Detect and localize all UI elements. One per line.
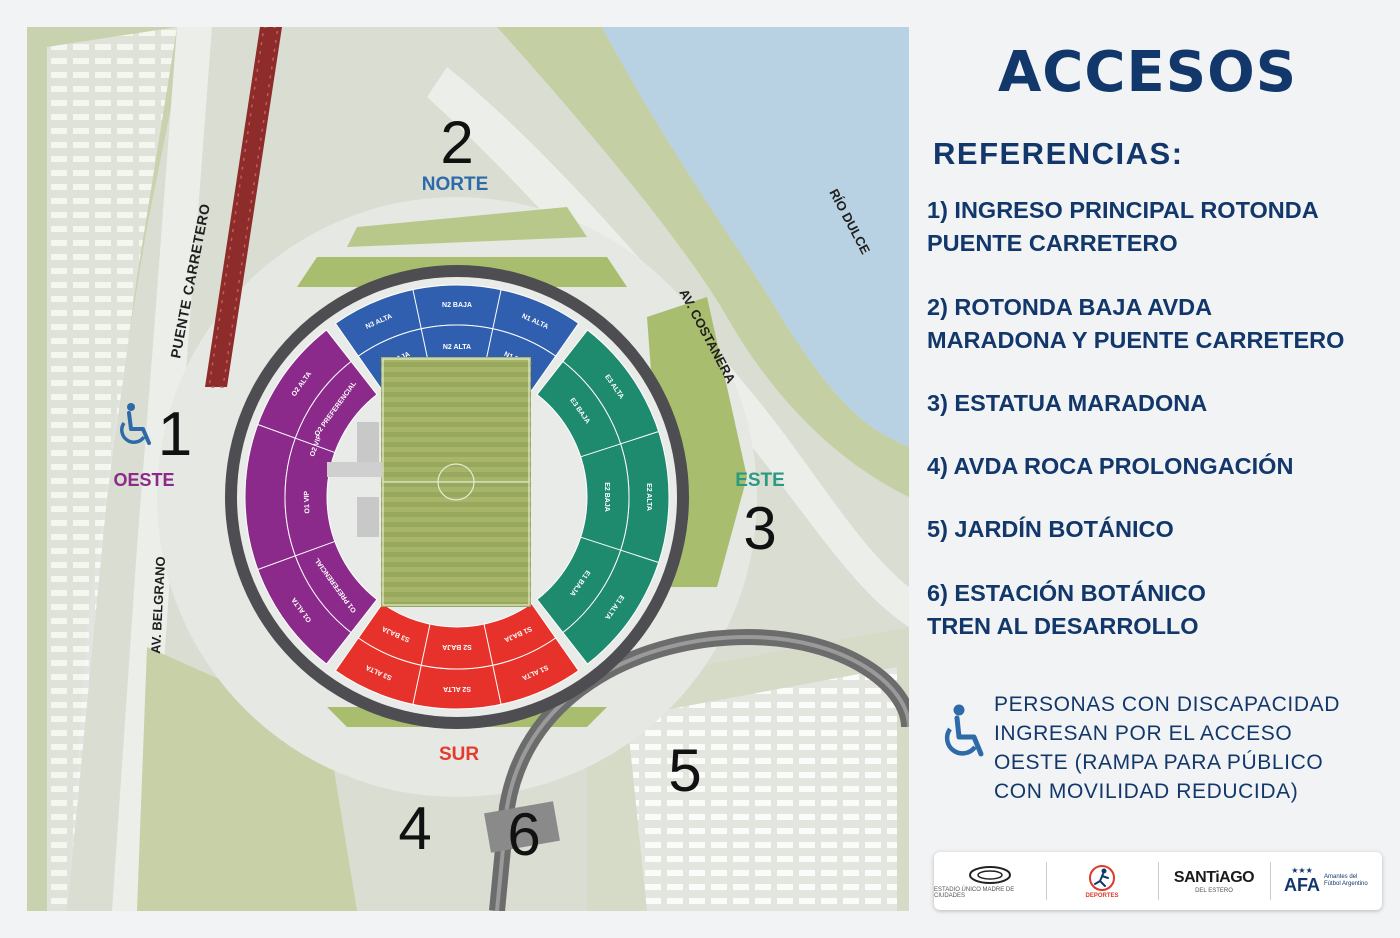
santiago-logo: SANTiAGO DEL ESTERO [1158, 852, 1270, 910]
access-number-1: 1 [158, 400, 192, 469]
section-label-s2-alta: S2 ALTA [443, 685, 471, 692]
references-heading: REFERENCIAS: [933, 136, 1184, 171]
parking-west [47, 27, 177, 911]
santiago-logo-text: SANTiAGO [1173, 868, 1255, 886]
reference-6: 6) ESTACIÓN BOTÁNICO TREN AL DESARROLLO [927, 580, 1206, 639]
wheelchair-icon [944, 704, 984, 757]
puente-carretero-bridge [205, 27, 282, 388]
afa-logo: ★★★ AFA Amantes del Fútbol Argentino [1270, 852, 1382, 910]
river [602, 27, 909, 447]
references-panel: ACCESOS REFERENCIAS: 1) INGRESO PRINCIPA… [915, 0, 1400, 938]
section-divider [412, 289, 431, 370]
parking-botanico [627, 667, 897, 911]
estadio-logo-caption: ESTADIO ÚNICO MADRE DE CIUDADES [934, 886, 1015, 899]
deportes-logo-caption: DEPORTES [1085, 892, 1119, 899]
access-number-6: 6 [507, 801, 540, 868]
runner-icon [1089, 864, 1115, 891]
reference-1: 1) INGRESO PRINCIPAL ROTONDA PUENTE CARR… [927, 197, 1319, 256]
section-divider [412, 624, 431, 705]
sponsor-logos: ESTADIO ÚNICO MADRE DE CIUDADES DEPORTES… [934, 852, 1382, 910]
section-divider [257, 540, 336, 570]
reference-3: 3) ESTATUA MARADONA [927, 390, 1208, 416]
section-divider [580, 536, 659, 563]
page-title: ACCESOS [997, 40, 1298, 105]
afa-logo-caption: Amantes del Fútbol Argentino [1324, 874, 1368, 887]
section-label-o1-vip: O1 VIP [304, 491, 312, 514]
section-label-s2-baja: S2 BAJA [442, 643, 472, 650]
section-divider [483, 624, 502, 705]
este-label: ESTE [735, 470, 785, 491]
oeste-baja-stand [284, 360, 378, 634]
access-number-3: 3 [743, 495, 776, 562]
stars-icon: ★★★ [1291, 865, 1313, 875]
access-number-5: 5 [668, 737, 701, 804]
sur-label: SUR [439, 744, 479, 765]
reference-2: 2) ROTONDA BAJA AVDA MARADONA Y PUENTE C… [927, 294, 1345, 353]
belgrano-label: AV. BELGRANO [148, 556, 168, 654]
norte-label: NORTE [422, 174, 489, 195]
section-divider [257, 424, 336, 454]
reference-4: 4) AVDA ROCA PROLONGACIÓN [927, 453, 1294, 479]
este-baja-stand [536, 360, 630, 634]
access-number-4: 4 [398, 795, 431, 862]
sur-baja-stand [357, 602, 557, 670]
section-label-e2-alta: E2 ALTA [645, 483, 652, 511]
accessibility-note: PERSONAS CON DISCAPACIDAD INGRESAN POR E… [994, 693, 1341, 803]
section-label-n2-alta: N2 ALTA [443, 344, 471, 351]
santiago-logo-caption: DEL ESTERO [1195, 887, 1233, 894]
section-divider [483, 289, 502, 370]
estadio-logo: ESTADIO ÚNICO MADRE DE CIUDADES [934, 852, 1046, 910]
access-number-2: 2 [440, 109, 473, 176]
stadium-logo-icon [969, 865, 1011, 884]
section-label-n2-baja: N2 BAJA [442, 302, 472, 309]
afa-logo-text: AFA [1284, 874, 1320, 895]
oeste-label: OESTE [113, 470, 174, 490]
reference-5: 5) JARDÍN BOTÁNICO [927, 516, 1174, 542]
section-label-e2-baja: E2 BAJA [603, 482, 610, 512]
section-divider [580, 431, 659, 458]
deportes-logo: DEPORTES [1046, 852, 1158, 910]
wheelchair-icon [120, 403, 151, 445]
